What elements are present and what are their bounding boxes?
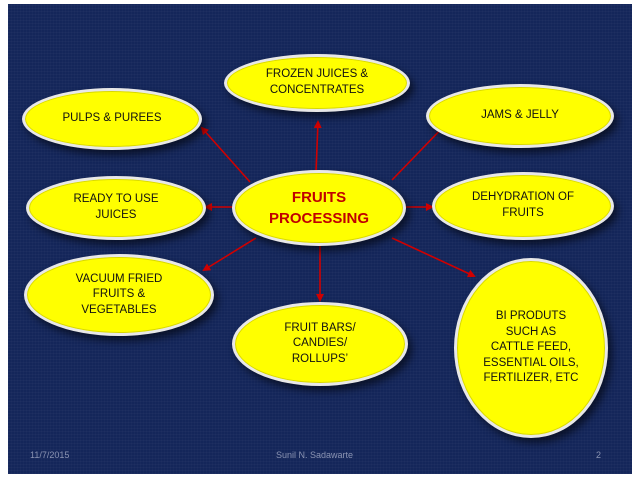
node-fruits-processing: FRUITS PROCESSING <box>232 170 406 246</box>
footer-page-number: 2 <box>596 450 602 460</box>
center-label: FRUITS PROCESSING <box>268 189 370 227</box>
arrow-to-pulps <box>200 126 251 183</box>
arrow-to-byproducts <box>391 237 476 278</box>
node-ready-juices: READY TO USE JUICES <box>26 176 206 240</box>
node-vacuum-fried: VACUUM FRIED FRUITS & VEGETABLES <box>24 254 214 336</box>
node-frozen-juices-label: FROZEN JUICES & CONCENTRATES <box>265 68 369 96</box>
node-frozen-juices: FROZEN JUICES & CONCENTRATES <box>224 54 410 112</box>
node-by-products-label: BI PRODUTS SUCH AS CATTLE FEED, ESSENTIA… <box>483 310 579 385</box>
node-jams-jelly-label: JAMS & JELLY <box>481 109 559 122</box>
node-fruit-bars-label: FRUIT BARS/ CANDIES/ ROLLUPS’ <box>284 321 356 365</box>
node-pulps-purees-label: PULPS & PUREES <box>62 112 162 125</box>
footer-author: Sunil N. Sadawarte <box>276 450 354 460</box>
arrow-to-frozen <box>313 120 322 173</box>
node-by-products: BI PRODUTS SUCH AS CATTLE FEED, ESSENTIA… <box>454 258 608 438</box>
arrow-to-vacuum <box>202 237 257 272</box>
node-jams-jelly: JAMS & JELLY <box>426 84 614 148</box>
footer-date: 11/7/2015 <box>30 450 70 460</box>
node-dehydration: DEHYDRATION OF FRUITS <box>432 172 614 240</box>
node-pulps-purees: PULPS & PUREES <box>22 88 202 150</box>
node-dehydration-label: DEHYDRATION OF FRUITS <box>471 191 574 219</box>
node-vacuum-fried-label: VACUUM FRIED FRUITS & VEGETABLES <box>75 272 163 316</box>
node-fruit-bars: FRUIT BARS/ CANDIES/ ROLLUPS’ <box>232 302 408 386</box>
node-ready-juices-label: READY TO USE JUICES <box>73 193 159 221</box>
